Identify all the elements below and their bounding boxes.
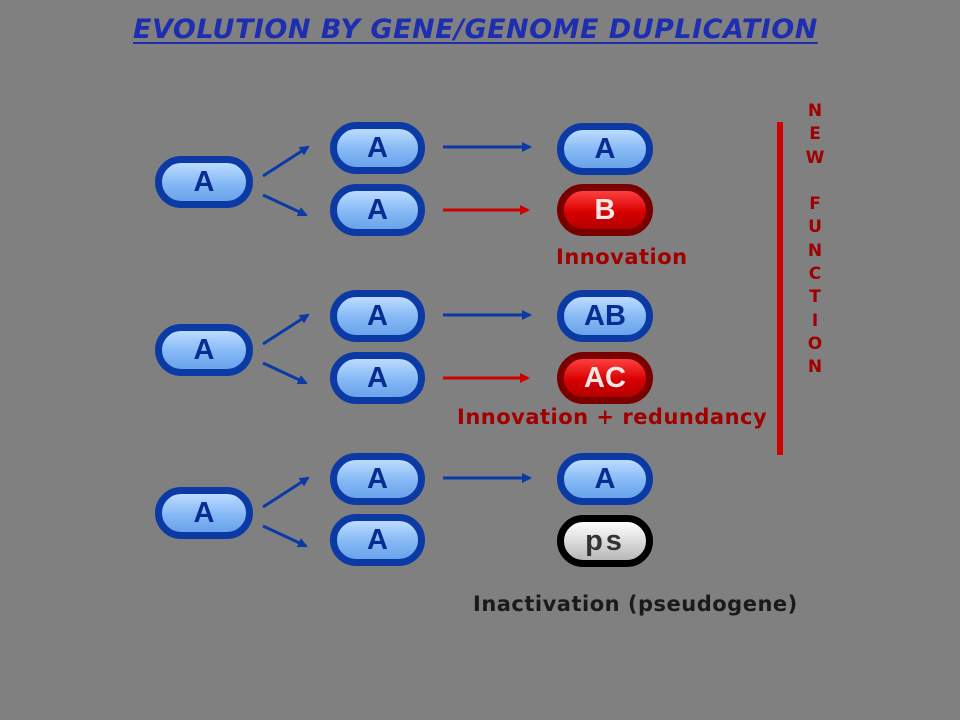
duplicate-gene-1b: A <box>330 184 425 236</box>
fork-arrow-down-1 <box>262 193 308 217</box>
result-gene-3a: A <box>557 453 653 505</box>
new-function-letter: N <box>807 357 823 378</box>
duplicate-gene-2a: A <box>330 290 425 342</box>
new-function-letter: F <box>809 194 821 215</box>
ancestor-gene-3: A <box>155 487 253 539</box>
fork-arrow-up-2 <box>262 313 310 346</box>
new-function-letter <box>804 170 826 193</box>
result-gene-1b: B <box>557 184 653 236</box>
row-label-inactivation: Inactivation (pseudogene) <box>473 592 798 616</box>
result-gene-1a: A <box>557 123 653 175</box>
row-label-innovation: Innovation <box>556 245 688 269</box>
fork-arrow-down-2 <box>262 361 308 385</box>
result-gene-2b: AC <box>557 352 653 404</box>
new-function-letter: U <box>808 217 822 238</box>
result-pseudogene-3b: ps <box>557 515 653 567</box>
duplicate-gene-3a: A <box>330 453 425 505</box>
fork-arrow-up-1 <box>262 145 310 178</box>
result-gene-2a: AB <box>557 290 653 342</box>
new-function-letter: N <box>807 240 823 261</box>
fork-arrow-up-3 <box>262 476 310 509</box>
new-function-letter: O <box>807 333 823 354</box>
new-function-letter: I <box>811 310 819 331</box>
new-function-bar <box>777 122 783 455</box>
fork-arrow-down-3 <box>262 524 308 548</box>
duplicate-gene-3b: A <box>330 514 425 566</box>
page-title: EVOLUTION BY GENE/GENOME DUPLICATION <box>133 14 818 45</box>
new-function-letter: N <box>807 101 823 121</box>
new-function-letter: C <box>808 264 822 285</box>
new-function-letter: E <box>809 124 821 145</box>
duplicate-gene-2b: A <box>330 352 425 404</box>
ancestor-gene-2: A <box>155 324 253 376</box>
new-function-letter: T <box>809 287 821 308</box>
row-label-innovation-redundancy: Innovation + redundancy <box>457 405 768 429</box>
duplicate-gene-1a: A <box>330 122 425 174</box>
ancestor-gene-1: A <box>155 156 253 208</box>
new-function-letter: W <box>805 147 825 168</box>
